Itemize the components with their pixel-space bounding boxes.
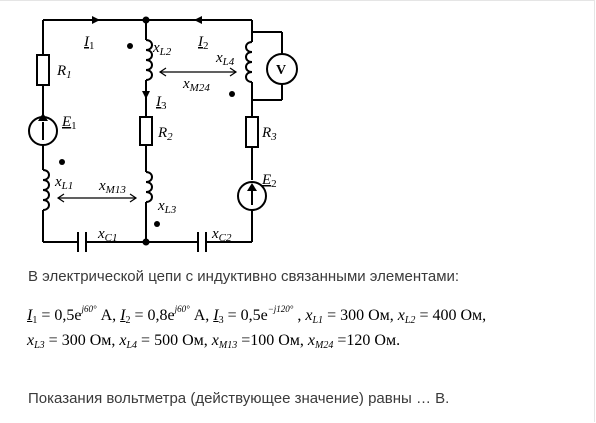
label-i2: I2: [197, 34, 209, 52]
node-top: [142, 16, 150, 24]
label-xc2: xC2: [211, 226, 232, 244]
dot-l2: [127, 43, 133, 49]
label-voltmeter: V: [276, 63, 286, 78]
label-r3: R3: [261, 125, 277, 143]
inductor-l4: [245, 41, 253, 83]
arrow-i1: [92, 16, 100, 24]
resistor-r1: [36, 54, 50, 86]
label-i3: I3: [155, 94, 167, 112]
node-bottom: [142, 238, 150, 246]
inductor-l2: [145, 39, 153, 81]
arrow-e2: [247, 183, 257, 191]
label-xl4: xL4: [215, 50, 235, 68]
given-values-line2: xL3 = 300 Ом, xL4 = 500 Ом, xM13 =100 Ом…: [27, 332, 401, 351]
dot-l3: [154, 221, 160, 227]
inductor-l3: [145, 171, 153, 203]
question-text: Показания вольтметра (действующее значен…: [28, 390, 450, 407]
arrow-i3: [142, 91, 150, 99]
intro-text: В электрической цепи с индуктивно связан…: [28, 268, 460, 285]
label-r2: R2: [157, 125, 173, 143]
arrow-e1: [38, 113, 48, 121]
circuit-diagram: I1 I2 I3 R1 R2 R3 E1 E2 xL1 xL2 xL3 xL4 …: [28, 16, 298, 252]
label-i1: I1: [83, 34, 95, 52]
label-e1: E1: [61, 114, 77, 132]
label-xc1: xC1: [97, 226, 118, 244]
arrow-i2: [194, 16, 202, 24]
label-r1: R1: [56, 63, 72, 81]
label-xl3: xL3: [157, 198, 177, 216]
given-values-line1: I1 = 0,5ej60° А, I2 = 0,8ej60° А, I3 = 0…: [27, 304, 487, 326]
label-e2: E2: [261, 172, 277, 190]
dot-l1: [59, 159, 65, 165]
resistor-r2: [139, 116, 153, 146]
dot-l4: [229, 91, 235, 97]
label-xm24: xM24: [182, 76, 210, 94]
label-xl2: xL2: [152, 40, 172, 58]
resistor-r3: [245, 116, 259, 148]
label-xm13: xM13: [98, 178, 126, 196]
inductor-l1: [42, 169, 50, 211]
label-xl1: xL1: [54, 174, 73, 192]
